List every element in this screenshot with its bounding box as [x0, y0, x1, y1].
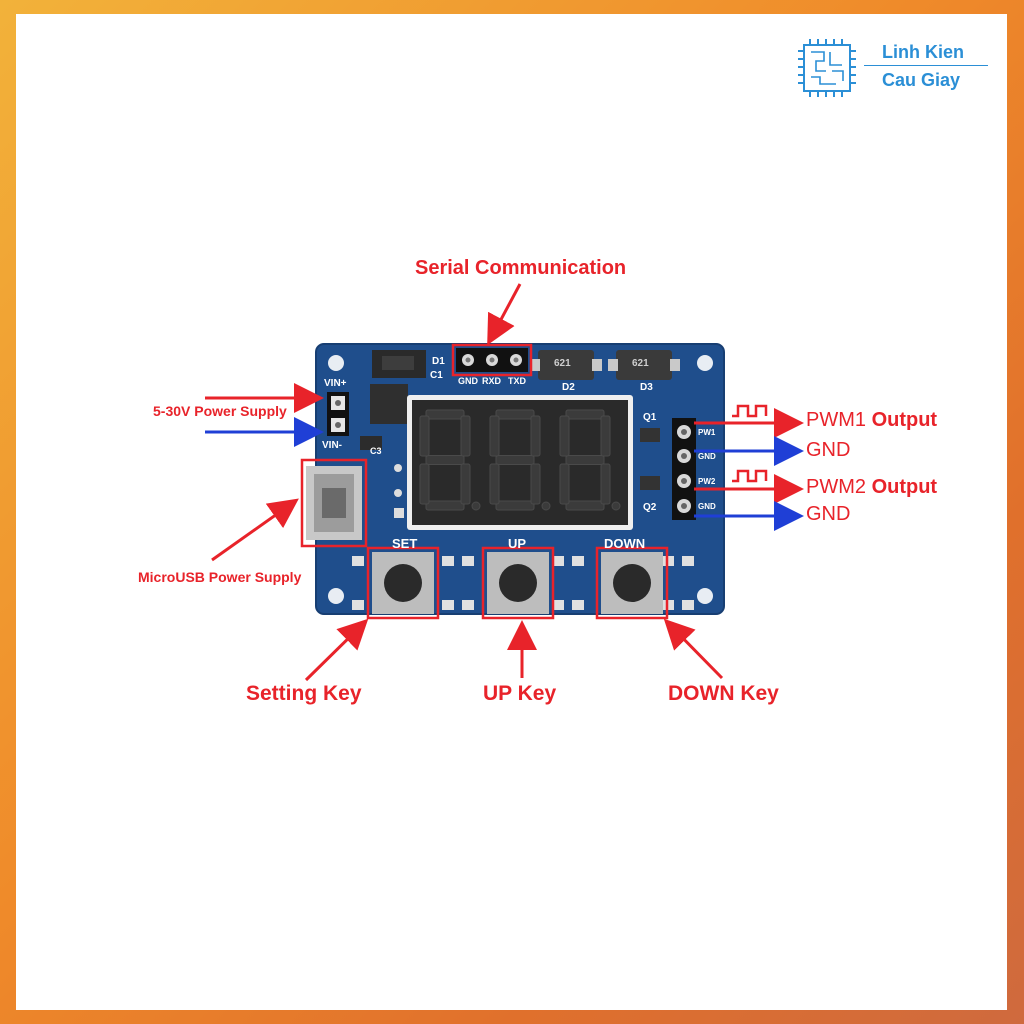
regulator [370, 384, 408, 424]
display-segment [565, 500, 605, 511]
mount-hole [697, 588, 713, 604]
display-segment [565, 455, 605, 465]
display-segment [495, 500, 535, 511]
up-key-label: UP Key [483, 682, 557, 705]
usb-arrow [211, 498, 299, 562]
q2-label: Q2 [643, 502, 657, 513]
display-segment [460, 463, 471, 505]
square-wave-icon [732, 404, 768, 418]
gnd2-label: GND [806, 503, 850, 526]
chip-icon [798, 39, 856, 97]
display-segment [489, 463, 500, 505]
set-silk-label: SET [392, 536, 418, 551]
mount-hole [328, 355, 344, 371]
setting-key-label: Setting Key [246, 682, 362, 705]
down-highlight [595, 546, 669, 620]
vin-header [327, 392, 349, 436]
mount-hole [328, 588, 344, 604]
serial-communication-label: Serial Communication [415, 257, 627, 279]
display-segment [460, 415, 471, 457]
display-segment [419, 415, 430, 457]
pw2-silk-label: PW2 [698, 477, 716, 486]
d3-marking: 621 [632, 358, 649, 369]
display-decimal-point [541, 501, 551, 511]
display-segment [559, 415, 570, 457]
micro-usb-port [306, 466, 362, 540]
display-segment [495, 409, 535, 420]
transistor-q2 [640, 476, 660, 490]
diode-d3 [608, 350, 680, 380]
output-header [672, 418, 696, 520]
power-supply-label: 5-30V Power Supply [153, 403, 287, 419]
display-decimal-point [611, 501, 621, 511]
down-silk-label: DOWN [604, 536, 646, 551]
pin-label-rxd: RXD [482, 376, 502, 386]
serial-header [456, 348, 528, 372]
gnd-silk-label: GND [698, 502, 716, 511]
gnd2-signal: GND [806, 503, 851, 525]
pw1-silk-label: PW1 [698, 428, 716, 437]
display-segment [530, 415, 541, 457]
set-button [372, 552, 434, 614]
pwm1-word: Output [871, 409, 938, 431]
display-segment [600, 415, 611, 457]
gnd1-signal: GND [806, 439, 851, 461]
setting-arrow [304, 618, 369, 682]
pwm1-signal: PWM1 [806, 409, 866, 431]
pwm1-output-label: PWM1 Output [806, 409, 937, 432]
pwm2-output-label: PWM2 Output [806, 476, 937, 499]
vin-minus-label: VIN- [322, 440, 342, 451]
pwm2-signal: PWM2 [806, 476, 866, 498]
display-segment [419, 463, 430, 505]
logo-divider [864, 65, 988, 66]
microusb-label: MicroUSB Power Supply [138, 569, 302, 585]
set-highlight [366, 546, 440, 620]
c1-label: C1 [430, 370, 443, 381]
display-segment [489, 415, 500, 457]
gnd1-label: GND [806, 439, 850, 462]
down-arrow [663, 618, 724, 680]
brand-logo: Linh Kien Cau Giay [796, 34, 996, 104]
d1-label: D1 [432, 356, 445, 367]
logo-line-2: Cau Giay [882, 70, 961, 90]
down-key-label: DOWN Key [668, 682, 779, 705]
d2-marking: 621 [554, 358, 571, 369]
serial-arrow [487, 283, 522, 346]
display-segment [565, 409, 605, 420]
q1-label: Q1 [643, 412, 657, 423]
gnd-silk-label: GND [698, 452, 716, 461]
pin-label-txd: TXD [508, 376, 526, 386]
up-silk-label: UP [508, 536, 527, 551]
square-wave-icon [732, 469, 768, 483]
display-segment [425, 455, 465, 465]
display-decimal-point [471, 501, 481, 511]
c3-label: C3 [370, 446, 382, 456]
d2-label: D2 [562, 382, 575, 393]
pwm2-word: Output [871, 476, 938, 498]
mount-hole [697, 355, 713, 371]
display-segment [425, 500, 465, 511]
diode-d2 [530, 350, 602, 380]
pin-label-gnd: GND [458, 376, 478, 386]
display-segment [600, 463, 611, 505]
display-segment [495, 455, 535, 465]
display-segment [559, 463, 570, 505]
logo-line-1: Linh Kien [882, 42, 964, 62]
vin-plus-label: VIN+ [324, 378, 347, 389]
usb-highlight [300, 458, 368, 548]
display-segment [425, 409, 465, 420]
transistor-q1 [640, 428, 660, 442]
down-button [601, 552, 663, 614]
up-button [487, 552, 549, 614]
up-highlight [481, 546, 555, 620]
d3-label: D3 [640, 382, 653, 393]
display-segment [530, 463, 541, 505]
